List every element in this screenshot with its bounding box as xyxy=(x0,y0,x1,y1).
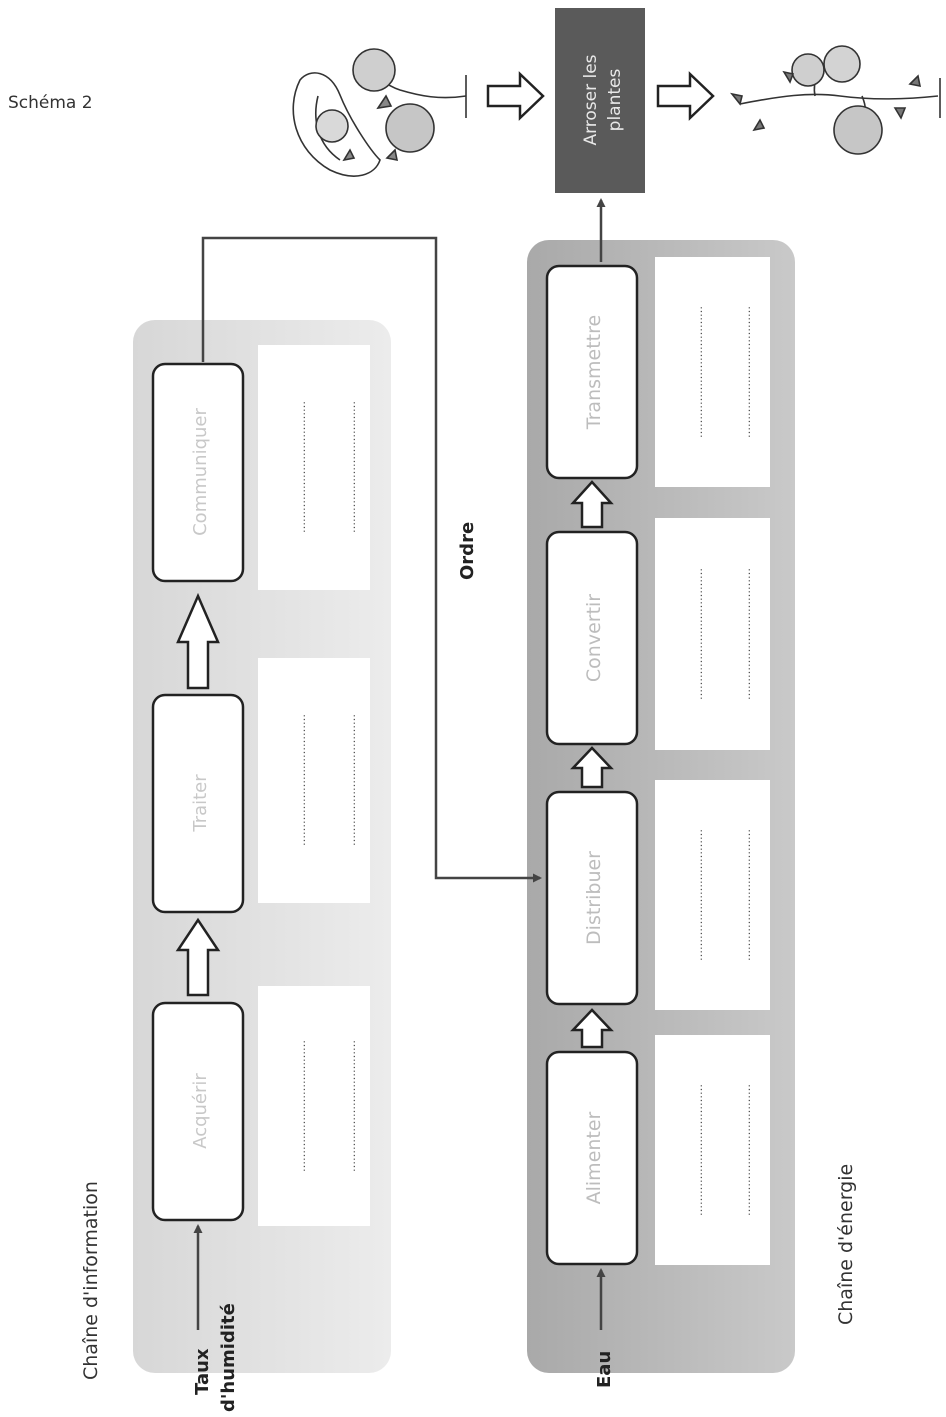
svg-text:………………………………: ……………………………… xyxy=(692,306,705,438)
hollow-up-arrow xyxy=(175,917,221,997)
humidity-input-label-line2: d'humidité xyxy=(218,1303,239,1412)
info-block-process: Traiter xyxy=(151,693,245,914)
energy-block-label: Distribuer xyxy=(583,851,605,945)
energy-block-distribute: Distribuer xyxy=(545,790,639,1006)
info-block-label: Traiter xyxy=(190,774,211,833)
svg-text:………………………………: ……………………………… xyxy=(295,714,308,846)
info-answer-box-3: ……………………………… ……………………………… xyxy=(258,345,370,590)
svg-text:………………………………: ……………………………… xyxy=(740,306,753,438)
svg-text:………………………………: ……………………………… xyxy=(692,568,705,700)
svg-text:………………………………: ……………………………… xyxy=(345,1040,358,1172)
info-block-label: Acquérir xyxy=(190,1073,211,1149)
healthy-tomato-plant-image xyxy=(730,45,941,155)
svg-text:………………………………: ……………………………… xyxy=(295,401,308,533)
info-block-acquire: Acquérir xyxy=(151,1001,245,1222)
order-connector xyxy=(201,236,542,883)
action-box: Arroser les plantes xyxy=(555,8,645,193)
hollow-up-arrow xyxy=(176,592,220,690)
energy-block-label: Convertir xyxy=(583,594,605,682)
svg-text:………………………………: ……………………………… xyxy=(692,1084,705,1216)
hollow-right-arrow xyxy=(486,71,545,121)
energy-chain-title: Chaîne d'énergie xyxy=(835,1164,857,1325)
svg-text:………………………………: ……………………………… xyxy=(345,714,358,846)
info-chain-title: Chaîne d'information xyxy=(80,1181,102,1380)
hollow-right-arrow xyxy=(656,71,715,121)
hollow-up-arrow xyxy=(570,746,614,789)
info-block-label: Communiquer xyxy=(190,408,211,536)
energy-block-transmit: Transmettre xyxy=(545,264,639,480)
svg-text:………………………………: ……………………………… xyxy=(740,1084,753,1216)
action-label-line2: plantes xyxy=(605,69,625,132)
svg-text:………………………………: ……………………………… xyxy=(345,401,358,533)
hollow-up-arrow xyxy=(570,1008,614,1049)
schema-label: Schéma 2 xyxy=(8,93,93,113)
energy-block-convert: Convertir xyxy=(545,530,639,746)
energy-block-supply: Alimenter xyxy=(545,1050,639,1266)
info-block-communicate: Communiquer xyxy=(151,362,245,583)
wilted-tomato-plant-image xyxy=(292,48,467,177)
energy-answer-box-1: ……………………………… ……………………………… xyxy=(655,1035,770,1265)
humidity-input-label-line1: Taux xyxy=(192,1348,213,1395)
action-label-line1: Arroser les xyxy=(581,54,601,145)
hollow-up-arrow xyxy=(570,480,614,529)
svg-text:………………………………: ……………………………… xyxy=(295,1040,308,1172)
energy-answer-box-2: ……………………………… ……………………………… xyxy=(655,780,770,1010)
energy-answer-box-4: ……………………………… ……………………………… xyxy=(655,257,770,487)
order-label: Ordre xyxy=(457,522,478,580)
energy-block-label: Alimenter xyxy=(583,1111,605,1204)
info-answer-box-2: ……………………………… ……………………………… xyxy=(258,658,370,903)
info-answer-box-1: ……………………………… ……………………………… xyxy=(258,986,370,1226)
svg-text:………………………………: ……………………………… xyxy=(740,568,753,700)
energy-answer-box-3: ……………………………… ……………………………… xyxy=(655,518,770,750)
svg-text:………………………………: ……………………………… xyxy=(740,829,753,961)
water-input-label: Eau xyxy=(594,1351,615,1388)
energy-block-label: Transmettre xyxy=(583,315,605,430)
svg-text:………………………………: ……………………………… xyxy=(692,829,705,961)
